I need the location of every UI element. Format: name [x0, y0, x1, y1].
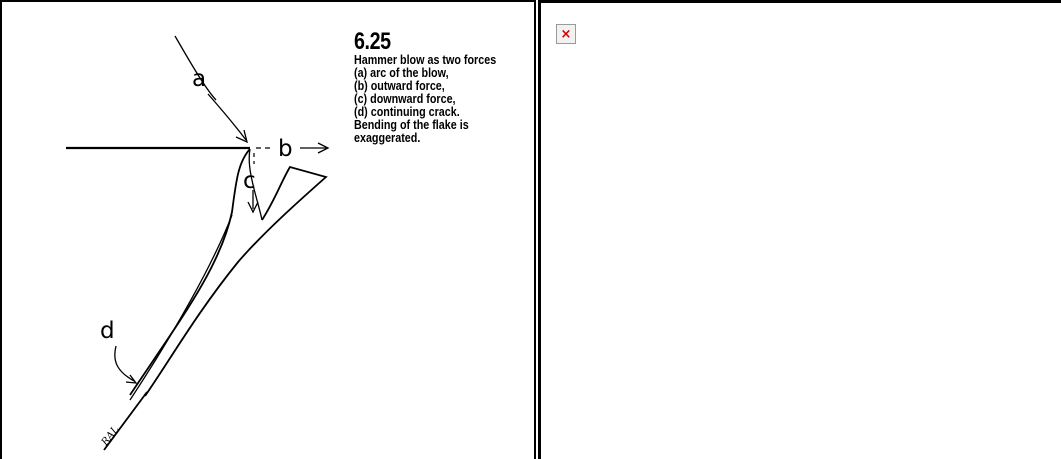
flake-outline-left [130, 149, 250, 395]
caption-line: exaggerated. [354, 132, 512, 145]
image-panel [538, 0, 1061, 459]
figure-number: 6.25 [354, 30, 505, 54]
broken-image-icon: × [556, 24, 576, 44]
arc-of-blow-arrow-lower [208, 94, 246, 140]
label-d: d [100, 318, 115, 344]
flake-body [145, 167, 326, 396]
broken-image-glyph: × [561, 28, 572, 41]
label-c: c [243, 168, 256, 194]
figure-caption: 6.25 Hammer blow as two forces (a) arc o… [354, 30, 538, 145]
label-b: b [278, 136, 293, 162]
label-a: a [192, 66, 206, 92]
artist-signature: RAL [99, 424, 122, 449]
